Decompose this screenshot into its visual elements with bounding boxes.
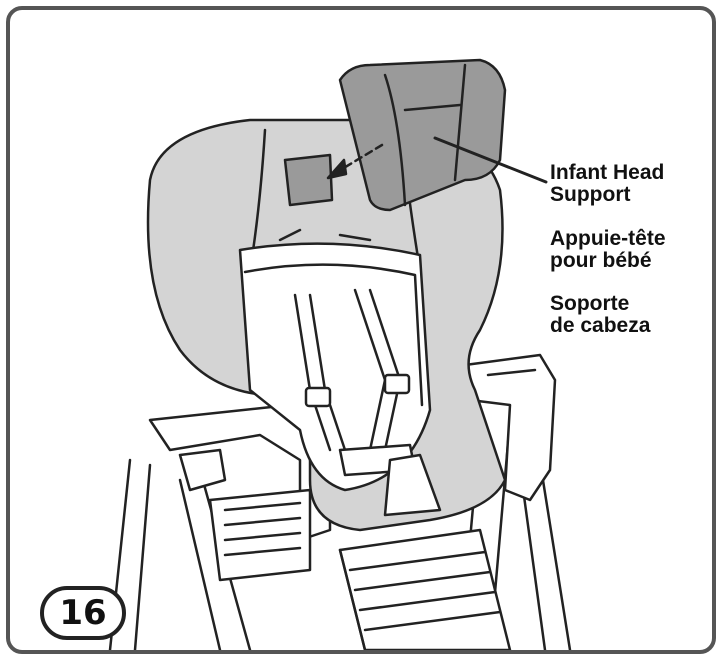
label-spanish-line2: de cabeza bbox=[550, 314, 651, 337]
left-armrest bbox=[148, 403, 332, 582]
label-french-line1: Appuie-tête bbox=[550, 227, 666, 250]
seat-pad bbox=[146, 118, 507, 532]
label-spanish: Soporte de cabeza bbox=[550, 293, 650, 337]
label-spanish-line1: Soporte bbox=[550, 292, 630, 315]
label-french-line2: pour bébé bbox=[550, 249, 652, 272]
insertion-arrow bbox=[326, 143, 384, 180]
high-chair-illustration bbox=[108, 58, 572, 650]
footrest bbox=[338, 528, 512, 650]
label-english: Infant Head Support bbox=[550, 162, 664, 206]
label-english-line1: Infant Head bbox=[550, 161, 665, 184]
label-french: Appuie-tête pour bébé bbox=[550, 228, 666, 272]
label-leader-line bbox=[433, 136, 548, 184]
right-armrest bbox=[463, 353, 557, 502]
label-english-line2: Support bbox=[550, 183, 631, 206]
infant-head-support bbox=[338, 58, 507, 212]
step-number-badge: 16 bbox=[40, 586, 126, 640]
harness-straps bbox=[293, 288, 442, 517]
diagram-frame: Infant Head Support Appuie-tête pour béb… bbox=[6, 6, 716, 654]
